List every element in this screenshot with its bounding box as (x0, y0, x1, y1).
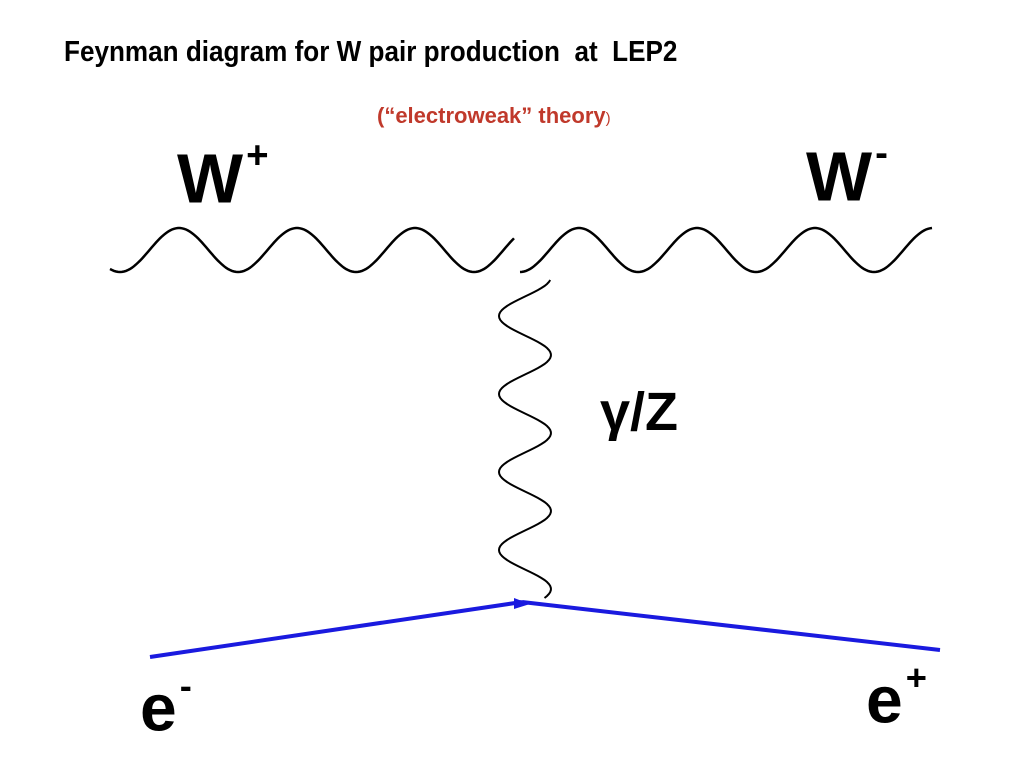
subtitle-text: (“electroweak” theory (377, 103, 606, 128)
w-minus-label: W- (806, 132, 888, 211)
w-plus-label: W+ (177, 134, 269, 213)
electron-charge: - (179, 665, 192, 706)
electron-symbol: e (140, 670, 177, 745)
electron-label: e- (140, 665, 192, 740)
positron-symbol: e (866, 662, 903, 737)
positron-charge: + (905, 657, 927, 698)
w-minus-wave-line (519, 226, 933, 274)
boson-propagator-line (497, 279, 552, 599)
positron-label: e+ (866, 657, 927, 732)
w-minus-charge: - (875, 132, 888, 175)
page-title: Feynman diagram for W pair production at… (64, 36, 678, 68)
w-minus-symbol: W (806, 137, 873, 216)
vertex-arrow-marker (514, 598, 530, 609)
positron-line (521, 600, 941, 652)
w-plus-wave-line (109, 226, 515, 274)
boson-label: γ/Z (600, 382, 679, 442)
w-plus-symbol: W (177, 139, 244, 218)
w-plus-charge: + (246, 134, 269, 177)
electron-line (149, 600, 523, 659)
subtitle: (“electroweak” theory) (377, 103, 611, 129)
subtitle-close: ) (605, 110, 611, 127)
